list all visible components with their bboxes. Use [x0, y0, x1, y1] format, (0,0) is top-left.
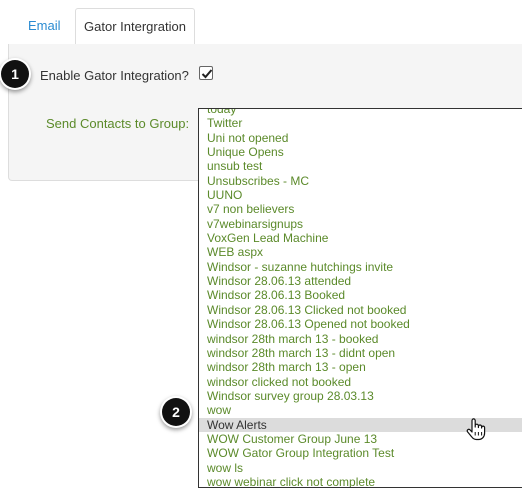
list-option[interactable]: Unique Opens	[207, 145, 284, 160]
list-option[interactable]: WOW Customer Group June 13	[207, 431, 378, 446]
list-option[interactable]: windsor 28th march 13 - open	[207, 360, 366, 375]
list-option[interactable]: UUNO	[207, 188, 243, 203]
list-option[interactable]: WOW Gator Group Integration Test	[207, 446, 395, 461]
list-option[interactable]: Unsubscribes - MC	[207, 173, 310, 188]
tab-bar: Email Gator Intergration	[8, 8, 522, 46]
enable-gator-checkbox[interactable]	[199, 66, 213, 80]
list-option[interactable]: Wow Alerts	[199, 417, 522, 432]
list-option[interactable]: WEB aspx	[207, 245, 264, 260]
tab-email[interactable]: Email	[28, 18, 61, 33]
list-option[interactable]: Windsor 28.06.13 Booked	[207, 288, 346, 303]
hand-pointer-icon	[466, 418, 486, 441]
list-option[interactable]: Twitter	[207, 116, 243, 131]
list-option[interactable]: today	[207, 108, 237, 116]
list-option[interactable]: unsub test	[207, 159, 263, 174]
callout-badge-1: 1	[1, 60, 29, 88]
list-option[interactable]: v7webinarsignups	[207, 216, 304, 231]
list-option[interactable]: Windsor 28.06.13 Opened not booked	[207, 317, 410, 332]
tab-gator-integration[interactable]: Gator Intergration	[75, 8, 195, 46]
send-contacts-label: Send Contacts to Group:	[46, 116, 190, 131]
list-option[interactable]: Windsor survey group 28.03.13	[207, 388, 374, 403]
list-option[interactable]: windsor 28th march 13 - didnt open	[207, 345, 396, 360]
checkmark-icon	[201, 69, 213, 79]
list-option[interactable]: Windsor - suzanne hutchings invite	[207, 259, 394, 274]
list-option[interactable]: wow webinar click not complete	[207, 474, 376, 488]
list-option[interactable]: VoxGen Lead Machine	[207, 231, 329, 246]
list-option[interactable]: windsor 28th march 13 - booked	[207, 331, 379, 346]
list-option[interactable]: windsor clicked not booked	[207, 374, 352, 389]
list-option[interactable]: wow	[207, 403, 232, 418]
list-option[interactable]: Windsor 28.06.13 Clicked not booked	[207, 302, 407, 317]
list-option[interactable]: wow ls	[207, 460, 244, 475]
enable-gator-label: Enable Gator Integration?	[40, 68, 189, 83]
list-option[interactable]: v7 non believers	[207, 202, 295, 217]
list-option[interactable]: Windsor 28.06.13 attended	[207, 274, 352, 289]
list-option[interactable]: Uni not opened	[207, 130, 289, 145]
callout-badge-2: 2	[162, 398, 190, 426]
